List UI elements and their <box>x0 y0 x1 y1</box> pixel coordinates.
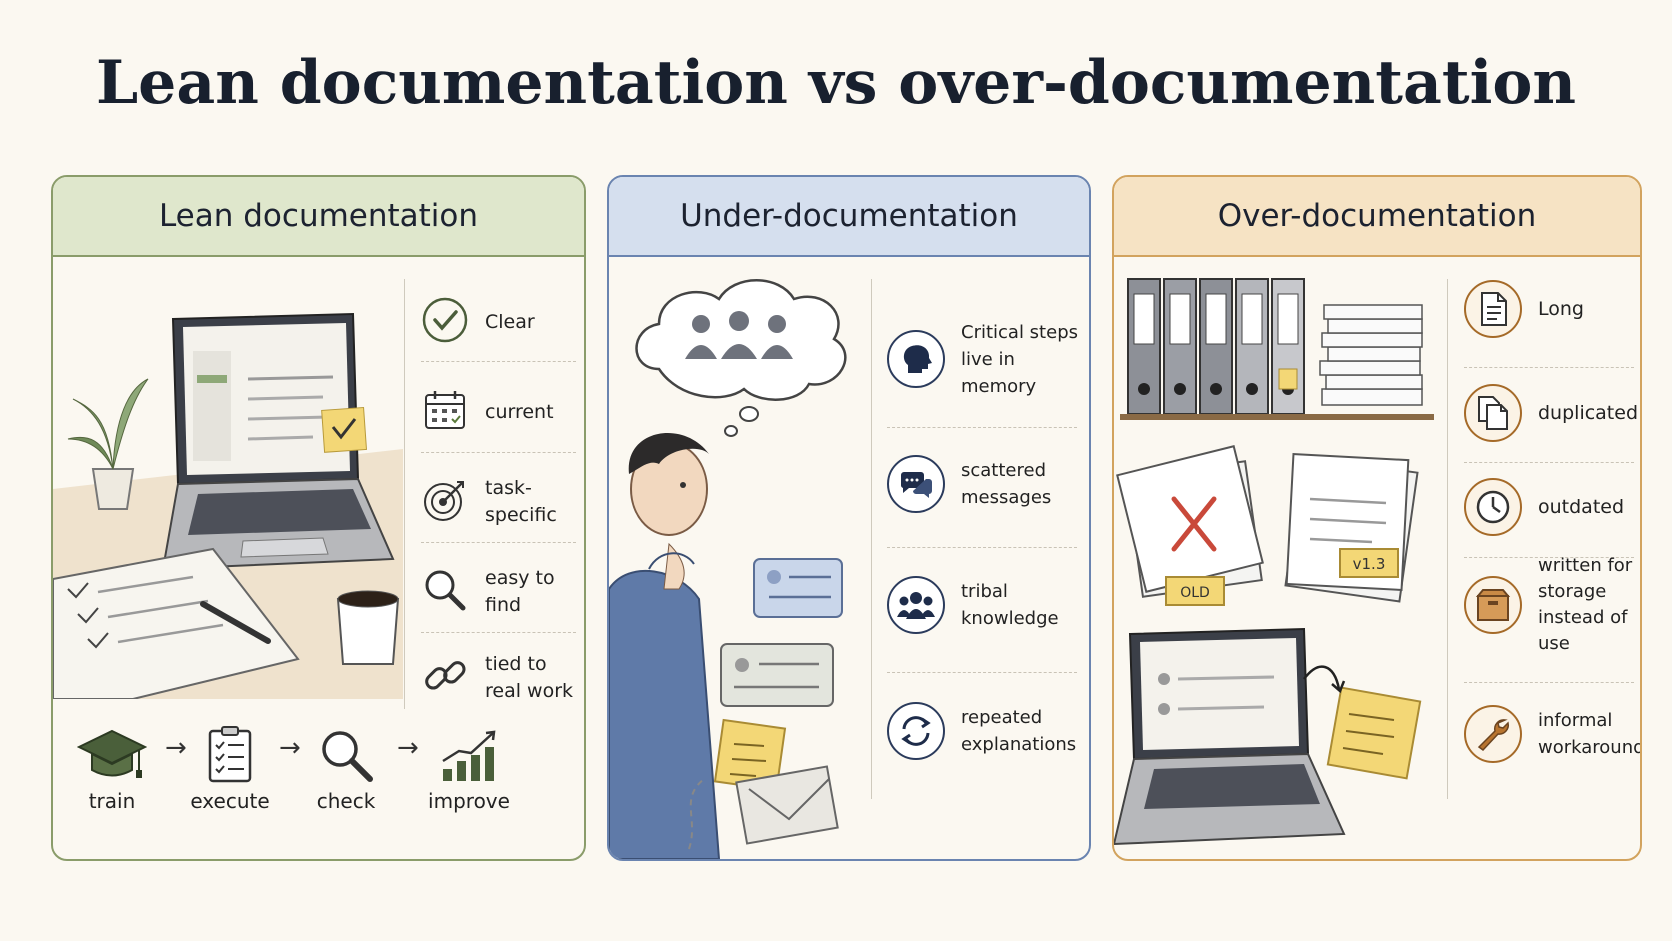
under-item-scattered-messages: scattered messages <box>887 452 1087 516</box>
flow-arrow: → <box>165 733 187 763</box>
confused-person-icon <box>609 432 721 859</box>
flow-step-train: train <box>67 725 157 813</box>
graduation-cap-icon <box>76 729 148 778</box>
lean-item-task-specific: task-specific <box>421 476 584 528</box>
laptop-icon <box>161 312 395 571</box>
lean-item-tied-to-real-work: tied to real work <box>421 647 584 709</box>
under-separator <box>887 672 1077 673</box>
coffee-cup-icon <box>336 590 400 665</box>
head-profile-icon <box>887 330 945 388</box>
over-item-duplicated: duplicated <box>1464 381 1639 445</box>
thinking-person-illustration <box>609 279 847 859</box>
over-item-outdated: outdated <box>1464 475 1639 539</box>
chat-message-card-icon <box>720 643 834 707</box>
archive-box-icon <box>1464 576 1522 634</box>
lean-divider <box>404 279 405 709</box>
thought-cloud-icon <box>635 279 847 437</box>
over-separator <box>1464 462 1634 463</box>
binders-icon <box>1120 278 1434 420</box>
check-circle-icon <box>421 296 469 348</box>
outdated-documents-icon <box>1116 445 1264 606</box>
link-icon <box>421 652 469 704</box>
lean-separator <box>421 542 576 543</box>
flow-arrow: → <box>279 733 301 763</box>
laptop-icon <box>1114 627 1346 846</box>
under-documentation-panel: Under-documentation <box>607 175 1091 861</box>
clipboard-checklist-icon <box>208 726 252 783</box>
over-separator <box>1464 557 1634 558</box>
chat-bubbles-icon <box>887 455 945 513</box>
target-icon <box>421 476 469 528</box>
over-separator <box>1464 367 1634 368</box>
clock-icon <box>1464 478 1522 536</box>
copy-icon <box>1464 384 1522 442</box>
magnifier-icon <box>322 731 373 782</box>
old-stamp-label: OLD <box>1180 585 1210 601</box>
flow-arrow: → <box>397 733 419 763</box>
under-item-tribal-knowledge: tribal knowledge <box>887 573 1087 637</box>
over-item-long: Long <box>1464 277 1639 341</box>
lean-desk-illustration <box>53 312 403 699</box>
people-group-icon <box>887 576 945 634</box>
lean-item-current: current <box>421 387 581 437</box>
growth-chart-icon <box>442 730 496 781</box>
wrench-icon <box>1464 705 1522 763</box>
magnifier-icon <box>421 566 469 618</box>
over-documentation-panel: Over-documentation <box>1112 175 1642 861</box>
lean-item-easy-to-find: easy to find <box>421 566 584 618</box>
under-item-critical-steps: Critical steps live in memory <box>887 322 1087 397</box>
over-item-written-for-storage: written for storage instead of use <box>1464 555 1640 655</box>
over-divider <box>1447 279 1448 799</box>
page-title: Lean documentation vs over-documentation <box>95 48 1577 118</box>
sticky-note-check-icon <box>321 406 368 453</box>
over-panel-heading: Over-documentation <box>1114 177 1640 257</box>
versioned-documents-icon <box>1284 453 1419 603</box>
lean-separator <box>421 361 576 362</box>
under-separator <box>887 427 1077 428</box>
lean-separator <box>421 632 576 633</box>
calendar-icon <box>421 386 469 438</box>
under-panel-heading: Under-documentation <box>609 177 1089 257</box>
plant-icon <box>67 378 149 510</box>
notebook-icon <box>53 547 300 699</box>
over-separator <box>1464 682 1634 683</box>
envelope-icon <box>735 765 839 845</box>
lean-documentation-panel: Lean documentation <box>51 175 586 861</box>
under-divider <box>871 279 872 799</box>
flow-step-execute: execute <box>185 725 275 813</box>
under-separator <box>887 547 1077 548</box>
lean-item-clear: Clear <box>421 297 581 347</box>
chat-message-card-icon <box>753 558 843 618</box>
lean-separator <box>421 452 576 453</box>
over-item-informal-workarounds: informal workarounds <box>1464 702 1640 766</box>
version-stamp-label: v1.3 <box>1353 555 1386 573</box>
paper-stack-icon <box>1319 304 1423 406</box>
flow-step-improve: improve <box>419 725 519 813</box>
sticky-note-icon <box>1303 665 1422 780</box>
cycle-arrows-icon <box>887 702 945 760</box>
document-icon <box>1464 280 1522 338</box>
document-pile-illustration: OLD v1.3 <box>1114 278 1434 846</box>
lean-panel-heading: Lean documentation <box>53 177 584 257</box>
flow-step-check: check <box>301 725 391 813</box>
under-item-repeated-explanations: repeated explanations <box>887 699 1087 763</box>
